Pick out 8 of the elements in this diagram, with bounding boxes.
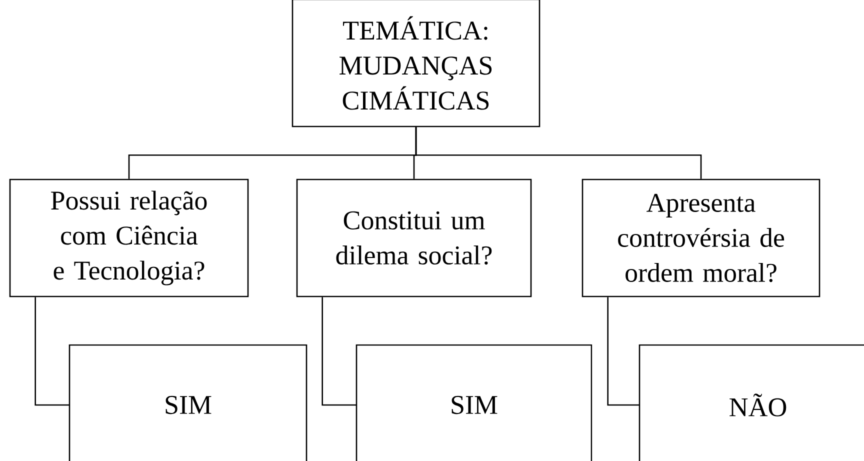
answer-box: SIM (356, 344, 592, 461)
answer-box: NÃO (638, 344, 864, 461)
question-box: Constitui um dilema social? (296, 178, 532, 298)
connector-line (415, 127, 702, 179)
answer-box: SIM (68, 344, 308, 461)
topic-box: TEMÁTICA: MUDANÇAS CIMÁTICAS (292, 0, 540, 128)
question-box: Apresenta controvérsia de ordem moral? (582, 178, 820, 298)
question-box: Possui relação com Ciência e Tecnologia? (9, 178, 249, 298)
